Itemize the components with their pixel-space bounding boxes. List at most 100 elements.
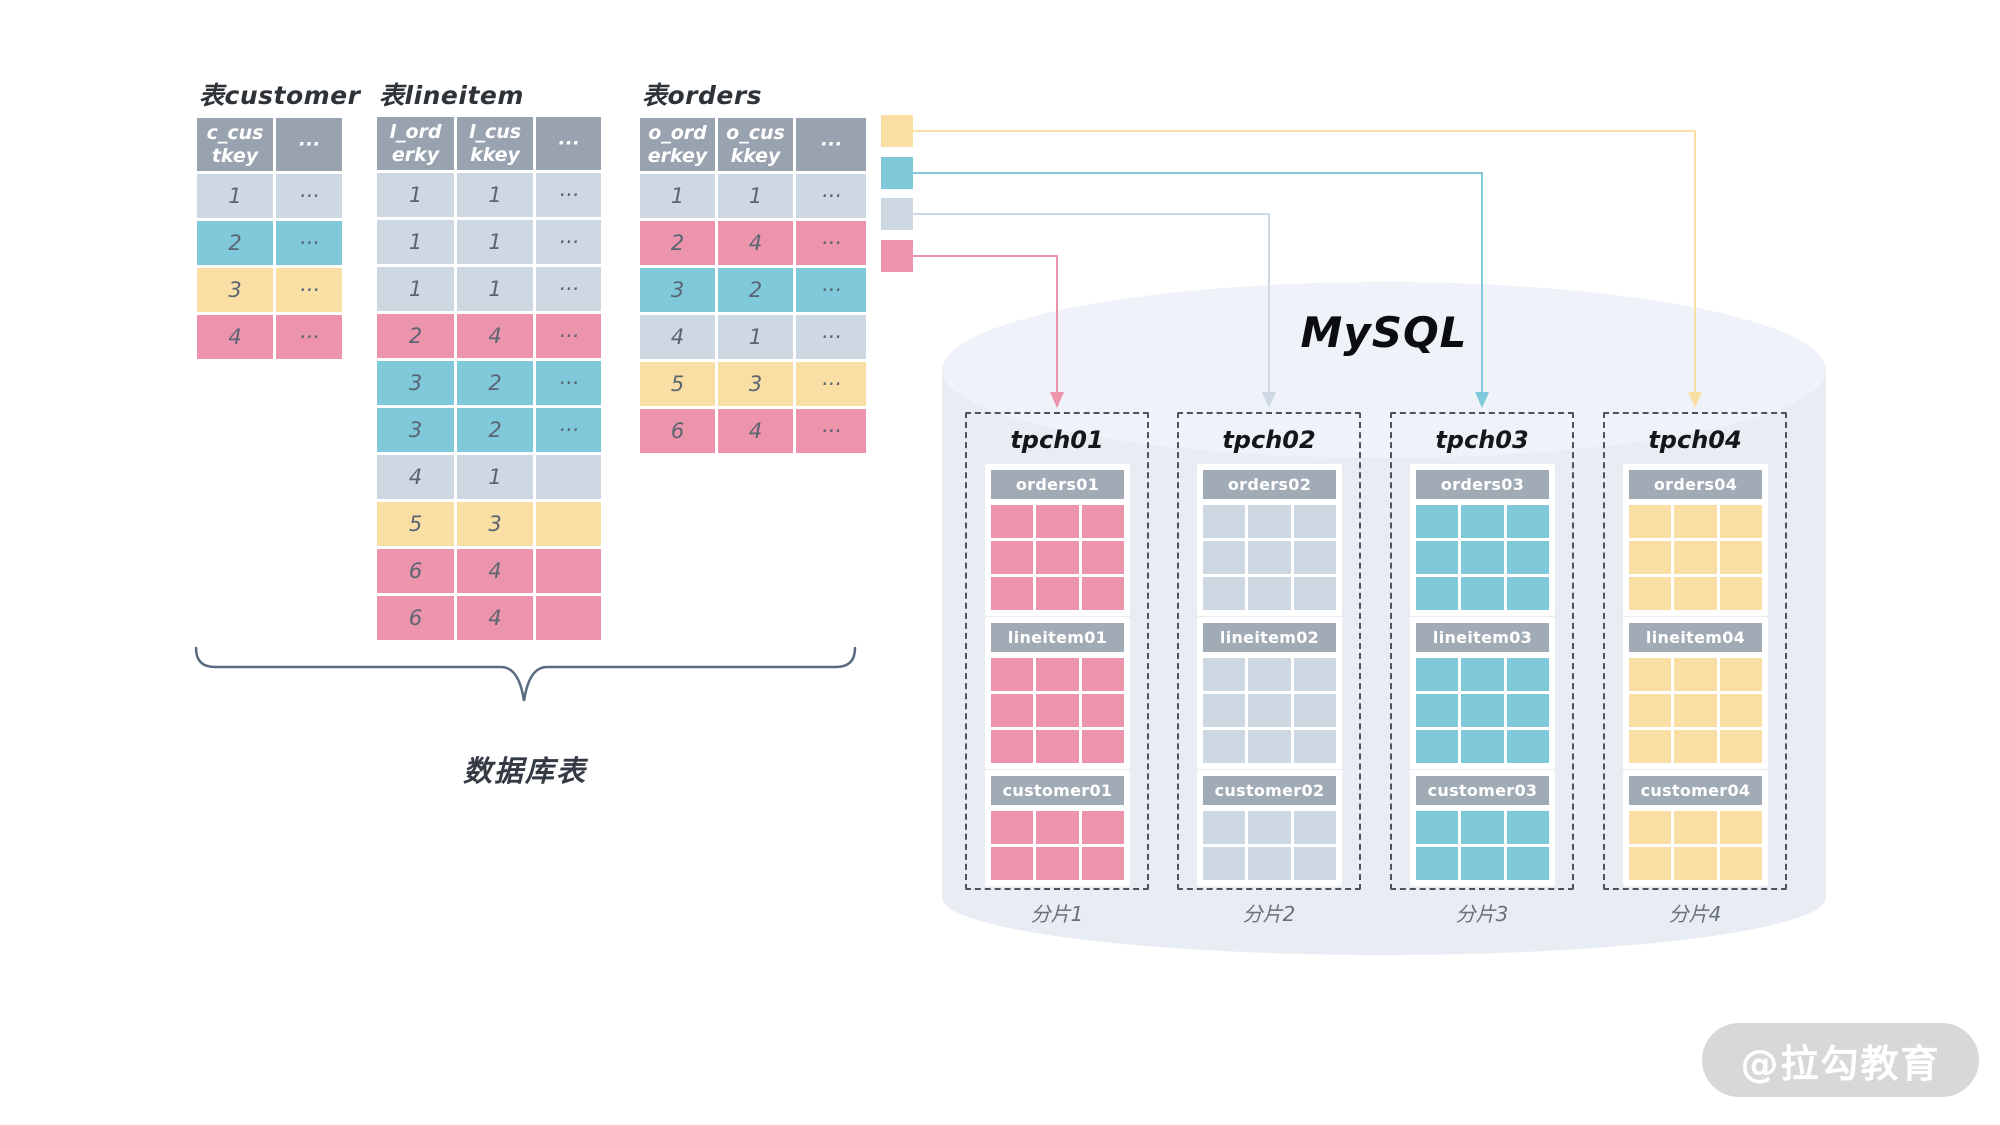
mini-table-customer04: customer04 — [1623, 770, 1768, 886]
table-cell: 3 — [197, 268, 273, 312]
grid-cell — [1461, 730, 1504, 763]
grid-cell — [1416, 658, 1459, 691]
legend-swatch-gray — [881, 198, 913, 230]
header-cell: ··· — [536, 117, 601, 170]
table-cell: 1 — [640, 174, 715, 218]
grid-cell — [1674, 847, 1717, 880]
grid-cell — [1293, 811, 1336, 844]
watermark-badge: @拉勾教育 — [1702, 1023, 1979, 1097]
shard-label: 分片4 — [1668, 902, 1722, 926]
grid-cell — [1293, 658, 1336, 691]
table-cell: 3 — [640, 268, 715, 312]
table-cell — [536, 549, 601, 593]
table-cell: 6 — [377, 549, 454, 593]
grid-cell — [1248, 658, 1291, 691]
header-cell: o_cus kkey — [718, 118, 793, 171]
grid-cell — [1416, 730, 1459, 763]
table-cell: 6 — [377, 596, 454, 640]
grid-cell — [1248, 694, 1291, 727]
grid-cell — [991, 658, 1034, 691]
shard-title: tpch04 — [1648, 426, 1742, 454]
grid-cell — [1036, 577, 1079, 610]
grid-cell — [1629, 541, 1672, 574]
header-cell: ··· — [796, 118, 866, 171]
mini-table-header: lineitem04 — [1629, 623, 1762, 652]
grid-cell — [1719, 694, 1762, 727]
table-cell: 3 — [457, 502, 533, 546]
grid-cell — [1081, 658, 1124, 691]
grid-cell — [1461, 694, 1504, 727]
grid-cell — [991, 730, 1034, 763]
grid-cell — [1293, 730, 1336, 763]
grid-cell — [1036, 694, 1079, 727]
mini-table-grid — [1629, 658, 1762, 763]
table-cell: ··· — [796, 409, 866, 453]
table-cell: ··· — [796, 268, 866, 312]
grid-cell — [1506, 505, 1549, 538]
grid-cell — [1081, 847, 1124, 880]
grid-cell — [1461, 541, 1504, 574]
mini-table-header: customer02 — [1203, 776, 1336, 805]
table-cell: 4 — [718, 409, 793, 453]
grid-cell — [1081, 694, 1124, 727]
table-cell: ··· — [536, 408, 601, 452]
grid-cell — [1203, 847, 1246, 880]
grid-cell — [1674, 694, 1717, 727]
table-cell — [536, 596, 601, 640]
table-cell: 2 — [457, 361, 533, 405]
mini-table-customer02: customer02 — [1197, 770, 1342, 886]
grid-cell — [1248, 811, 1291, 844]
mini-table-header: lineitem01 — [991, 623, 1124, 652]
grid-cell — [1203, 577, 1246, 610]
grid-cell — [1719, 577, 1762, 610]
mini-table-header: orders01 — [991, 470, 1124, 499]
shard-tpch02: tpch02 orders02 lineitem02 customer02 — [1177, 412, 1361, 890]
mini-table-grid — [1416, 658, 1549, 763]
grid-cell — [1203, 694, 1246, 727]
grid-cell — [1203, 541, 1246, 574]
table-cell: 4 — [377, 455, 454, 499]
grid-cell — [1461, 505, 1504, 538]
grid-cell — [1674, 658, 1717, 691]
mini-table-header: customer01 — [991, 776, 1124, 805]
table-cell: 1 — [457, 455, 533, 499]
mini-table-grid — [1416, 811, 1549, 880]
table-cell: ··· — [276, 221, 342, 265]
mini-table-customer03: customer03 — [1410, 770, 1555, 886]
grid-cell — [1036, 541, 1079, 574]
table-cell: 5 — [377, 502, 454, 546]
mini-table-lineitem04: lineitem04 — [1623, 617, 1768, 769]
grid-cell — [1629, 505, 1672, 538]
shard-title: tpch02 — [1222, 426, 1316, 454]
mini-table-grid — [991, 505, 1124, 610]
table-cell: 3 — [718, 362, 793, 406]
table-cell: 1 — [197, 174, 273, 218]
grid-cell — [1506, 694, 1549, 727]
table-row: 3··· — [197, 268, 342, 312]
shard-label: 分片1 — [1030, 902, 1084, 926]
grid-cell — [1506, 847, 1549, 880]
mini-table-header: orders03 — [1416, 470, 1549, 499]
legend-swatch-teal — [881, 157, 913, 189]
mini-table-header: lineitem02 — [1203, 623, 1336, 652]
mini-table-lineitem01: lineitem01 — [985, 617, 1130, 769]
table-cell: 5 — [640, 362, 715, 406]
grid-cell — [1461, 658, 1504, 691]
grid-cell — [1461, 811, 1504, 844]
source-table-title: 表orders — [642, 81, 763, 110]
mini-table-header: lineitem03 — [1416, 623, 1549, 652]
grid-cell — [1416, 541, 1459, 574]
grid-cell — [1081, 577, 1124, 610]
mini-table-orders02: orders02 — [1197, 464, 1342, 616]
